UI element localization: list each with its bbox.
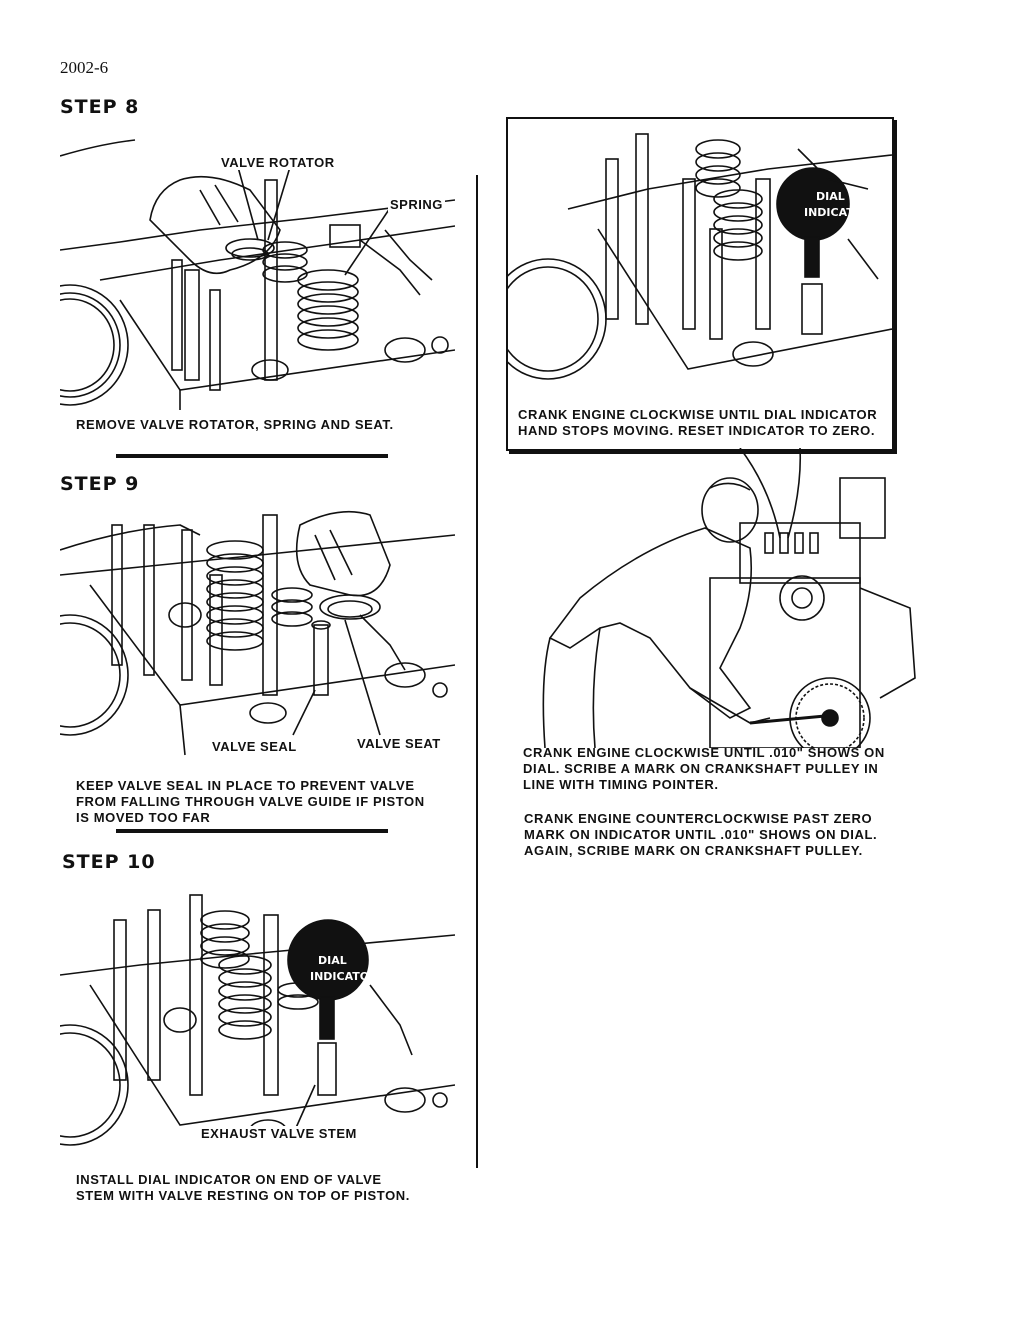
valve-rotator-label: VALVE ROTATOR [219,155,337,170]
step-8-caption: REMOVE VALVE ROTATOR, SPRING AND SEAT. [76,417,394,432]
paragraph-2-line-1: CRANK ENGINE COUNTERCLOCKWISE PAST ZERO [524,811,873,826]
step-9-caption-line-2: FROM FALLING THROUGH VALVE GUIDE IF PIST… [76,794,425,809]
paragraph-1-line-3: LINE WITH TIMING POINTER. [523,777,719,792]
paragraph-2-line-2: MARK ON INDICATOR UNTIL .010" SHOWS ON D… [524,827,878,842]
inset-caption: CRANK ENGINE CLOCKWISE UNTIL DIAL INDICA… [518,407,877,439]
step-10-heading: STEP 10 [62,851,156,873]
mechanic-engine-illustration [540,448,960,748]
valve-seal-label: VALVE SEAL [210,739,299,754]
step-9-heading: STEP 9 [60,473,140,495]
svg-text:INDICATOR: INDICATOR [310,970,372,983]
paragraph-1: CRANK ENGINE CLOCKWISE UNTIL .010" SHOWS… [523,745,885,793]
step-10-caption-line-1: INSTALL DIAL INDICATOR ON END OF VALVE [76,1172,382,1187]
inset-dial-indicator-label: DIAL INDICATOR [790,174,872,244]
step-8-illustration [60,130,455,410]
step-9-divider [116,829,388,833]
step-10-illustration [60,885,455,1165]
step-9-caption: KEEP VALVE SEAL IN PLACE TO PREVENT VALV… [76,778,425,826]
step-10-caption-line-2: STEM WITH VALVE RESTING ON TOP OF PISTON… [76,1188,410,1203]
inset-caption-line-2: HAND STOPS MOVING. RESET INDICATOR TO ZE… [518,423,876,438]
paragraph-2: CRANK ENGINE COUNTERCLOCKWISE PAST ZERO … [524,811,877,859]
valve-seat-label: VALVE SEAT [355,736,443,751]
svg-text:DIAL: DIAL [816,190,845,203]
spring-label: SPRING [388,197,445,212]
step-8-heading: STEP 8 [60,96,140,118]
dial-indicator-inset-frame: DIAL INDICATOR CRANK ENGINE CLOCKWISE UN… [489,117,894,451]
step-9-caption-line-3: IS MOVED TOO FAR [76,810,211,825]
step-10-caption: INSTALL DIAL INDICATOR ON END OF VALVE S… [76,1172,410,1204]
paragraph-2-line-3: AGAIN, SCRIBE MARK ON CRANKSHAFT PULLEY. [524,843,863,858]
exhaust-valve-stem-label: EXHAUST VALVE STEM [199,1126,359,1141]
paragraph-1-line-1: CRANK ENGINE CLOCKWISE UNTIL .010" SHOWS… [523,745,885,760]
paragraph-1-line-2: DIAL. SCRIBE A MARK ON CRANKSHAFT PULLEY… [523,761,879,776]
step-8-divider [116,454,388,458]
column-divider [476,175,478,1168]
step-9-caption-line-1: KEEP VALVE SEAL IN PLACE TO PREVENT VALV… [76,778,415,793]
inset-illustration [489,133,893,380]
svg-text:INDICATOR: INDICATOR [804,206,870,219]
step-10-dial-indicator-label: DIAL INDICATOR [292,934,378,1014]
step-9-illustration [60,495,455,775]
page-number: 2002-6 [60,58,109,77]
svg-text:DIAL: DIAL [318,954,347,967]
inset-caption-line-1: CRANK ENGINE CLOCKWISE UNTIL DIAL INDICA… [518,407,878,422]
